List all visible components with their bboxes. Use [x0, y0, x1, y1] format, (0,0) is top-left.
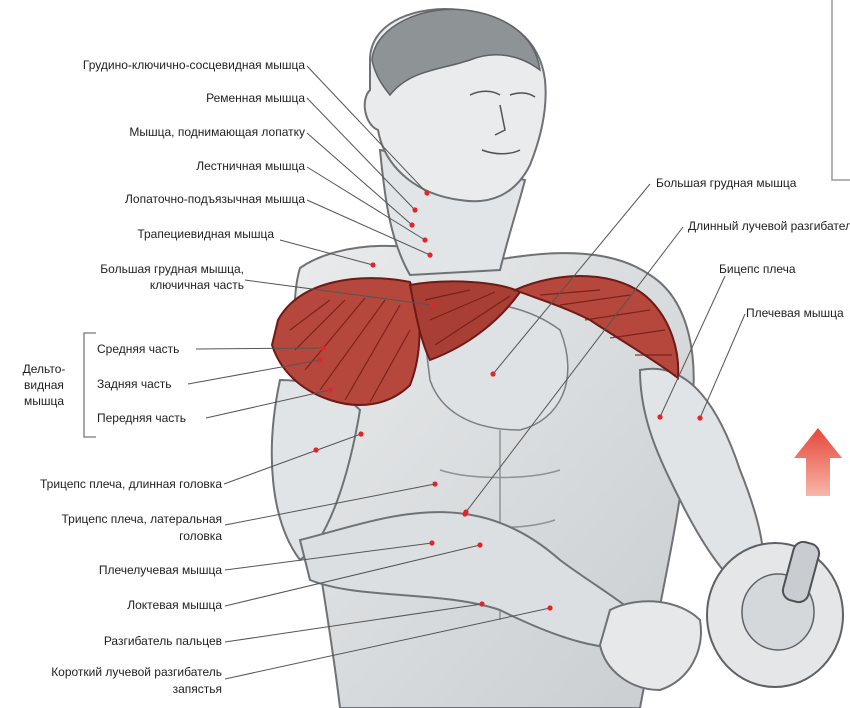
up-arrow-icon [794, 428, 842, 496]
label-ecrb-line2: запястья [172, 682, 222, 696]
label-ecrl: Длинный лучевой разгибатель [688, 219, 850, 233]
hair [371, 8, 541, 97]
left-deltoid-highlight [270, 277, 421, 406]
hand [598, 600, 702, 692]
label-brachialis: Плечевая мышца [746, 306, 844, 320]
pec-clavicular-highlight [408, 280, 522, 362]
dot-marker [370, 262, 376, 268]
label-deltoid-group-2: видная [24, 378, 64, 392]
dot-marker [429, 302, 435, 308]
dot-marker [317, 357, 323, 363]
dot-marker [313, 447, 319, 453]
label-triceps-long: Трицепс плеча, длинная головка [39, 477, 222, 491]
label-trapezius: Трапециевидная мышца [137, 227, 274, 241]
label-deltoid-group-1: Дельто- [22, 362, 66, 376]
dot-marker [479, 601, 485, 607]
frame-edge [831, 0, 850, 181]
label-levator-scapulae: Мышца, поднимающая лопатку [129, 125, 305, 139]
dot-markers [313, 190, 703, 611]
dot-marker [409, 222, 415, 228]
label-anconeus: Локтевая мышца [127, 598, 222, 612]
label-ecrb-line1: Короткий лучевой разгибатель [51, 665, 222, 679]
label-deltoid-anterior: Передняя часть [97, 411, 187, 425]
label-triceps-lateral-line2: головка [179, 529, 222, 543]
label-scalene: Лестничная мышца [196, 159, 305, 173]
muscle-fibers [289, 289, 672, 403]
label-deltoid-middle: Средняя часть [97, 342, 180, 356]
dot-marker [427, 252, 433, 258]
leader-lines-left [187, 65, 551, 680]
dot-marker [547, 605, 553, 611]
dot-marker [432, 481, 438, 487]
dot-marker [697, 415, 703, 421]
label-biceps: Бицепс плеча [719, 262, 796, 276]
label-pec-clavicular-line2: ключичная часть [149, 278, 244, 292]
label-brachioradialis: Плечелучевая мышца [98, 563, 222, 577]
deltoid-bracket [83, 332, 96, 438]
dot-marker [490, 371, 496, 377]
dot-marker [477, 542, 483, 548]
dot-marker [320, 345, 326, 351]
leader-lines-right [465, 183, 746, 513]
label-pectoralis-major: Большая грудная мышца [656, 176, 797, 190]
dot-marker [422, 237, 428, 243]
label-sternocleidomastoid: Грудино-ключично-сосцевидная мышца [82, 58, 305, 72]
weight-bar [781, 540, 821, 604]
label-deltoid-group-3: мышца [23, 394, 65, 408]
dot-marker [429, 540, 435, 546]
dot-marker [412, 207, 418, 213]
dot-marker [327, 387, 333, 393]
label-omohyoid: Лопаточно-подъязычная мышца [125, 192, 305, 206]
dot-marker [657, 414, 663, 420]
label-pec-clavicular-line1: Большая грудная мышца, [100, 262, 244, 276]
label-extensor-digitorum: Разгибатель пальцев [103, 634, 222, 648]
dot-marker [424, 190, 430, 196]
label-splenius: Ременная мышца [206, 91, 305, 105]
label-triceps-lateral-line1: Трицепс плеча, латеральная [61, 512, 223, 526]
face-details [469, 90, 536, 155]
dot-marker [462, 511, 468, 517]
dot-marker [358, 431, 364, 437]
label-deltoid-posterior: Задняя часть [97, 377, 172, 391]
